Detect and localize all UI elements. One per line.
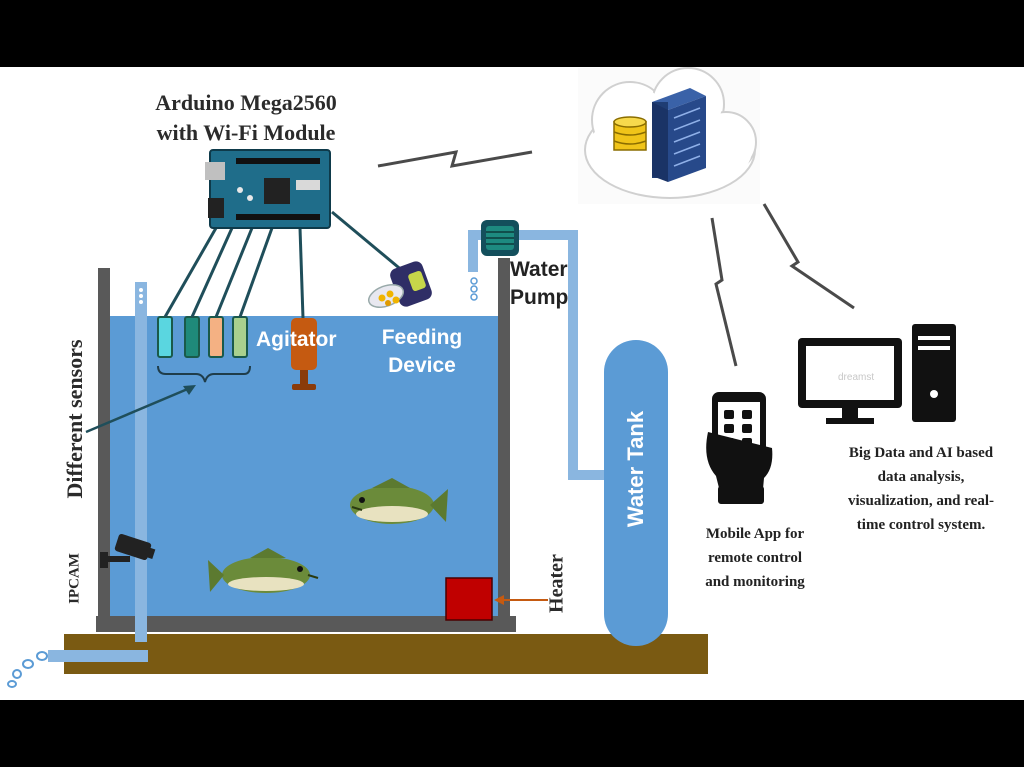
arduino-label: Arduino Mega2560 with Wi-Fi Module (155, 90, 337, 145)
heater-label: Heater (545, 554, 568, 613)
mobile-phone-icon (706, 392, 773, 504)
agitator-label: Agitator (256, 328, 337, 351)
wireless-signal-icon (377, 150, 855, 367)
desktop-computer-icon (798, 324, 956, 424)
ground-base (64, 634, 708, 674)
ipcam-icon (100, 533, 156, 568)
tank-wall-right (498, 258, 510, 630)
sensor-probes (157, 316, 251, 383)
agitator-icon (291, 227, 317, 390)
heater-icon (445, 577, 548, 621)
mobile-app-label: Mobile App for remote control and monito… (705, 526, 805, 590)
database-icon (613, 116, 647, 151)
sensor-cables (163, 210, 405, 318)
water-pump-label: Water Pump (510, 258, 569, 309)
water-tank (604, 340, 668, 646)
fish-icon (350, 478, 448, 524)
water-tank-label: Water Tank (623, 410, 648, 528)
watermark-text: dreamst (838, 372, 875, 383)
water-pump-icon (481, 220, 519, 256)
fish-icon (208, 548, 319, 593)
feeding-device-label: Feeding Device (381, 326, 463, 377)
big-data-label: Big Data and AI based data analysis, vis… (848, 445, 994, 533)
tank-wall-left (98, 268, 110, 630)
different-sensors-label: Different sensors (62, 339, 87, 499)
tank-floor (96, 616, 516, 632)
server-icon (652, 88, 706, 182)
arduino-board (205, 149, 331, 229)
ipcam-label: IPCAM (66, 553, 83, 604)
sensors-arrow (85, 385, 196, 434)
water-pump-pipe (468, 230, 618, 480)
feeding-device-icon (367, 261, 432, 308)
